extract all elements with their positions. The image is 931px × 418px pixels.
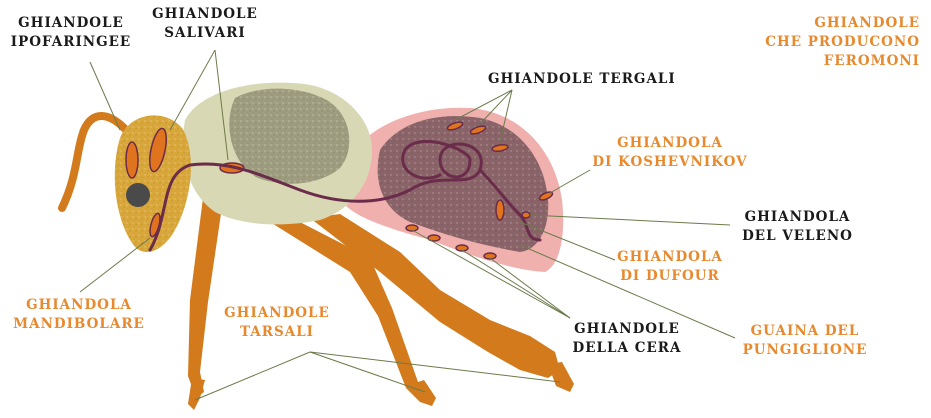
- label-ghiandola-koshevnikov: GHIANDOLA DI KOSHEVNIKOV: [590, 134, 750, 172]
- label-line: GHIANDOLE: [760, 14, 920, 33]
- label-ghiandole-salivari: GHIANDOLE SALIVARI: [150, 5, 260, 43]
- label-line: GHIANDOLE TERGALI: [488, 70, 676, 89]
- label-line: GHIANDOLE: [562, 320, 692, 339]
- label-ghiandola-veleno: GHIANDOLA DEL VELENO: [730, 208, 865, 246]
- label-line: GUAINA DEL: [730, 322, 880, 341]
- hind-leg-tarsus: [548, 362, 574, 392]
- label-line: DI DUFOUR: [610, 267, 730, 286]
- compound-eye: [126, 183, 150, 207]
- label-line: CHE PRODUCONO: [760, 33, 920, 52]
- label-ghiandola-mandibolare: GHIANDOLA MANDIBOLARE: [4, 296, 154, 334]
- label-line: TARSALI: [212, 323, 342, 342]
- label-ghiandole-feromoni: GHIANDOLE CHE PRODUCONO FEROMONI: [760, 14, 920, 71]
- label-line: PUNGIGLIONE: [730, 341, 880, 360]
- label-line: GHIANDOLE: [6, 14, 136, 33]
- label-line: SALIVARI: [150, 24, 260, 43]
- label-line: GHIANDOLE: [150, 5, 260, 24]
- label-line: IPOFARINGEE: [6, 33, 136, 52]
- label-line: FEROMONI: [760, 52, 920, 71]
- label-line: GHIANDOLA: [590, 134, 750, 153]
- label-line: GHIANDOLA: [730, 208, 865, 227]
- label-line: MANDIBOLARE: [4, 315, 154, 334]
- label-line: DELLA CERA: [562, 339, 692, 358]
- dufour-gland: [496, 200, 504, 220]
- label-ghiandola-dufour: GHIANDOLA DI DUFOUR: [610, 248, 730, 286]
- label-ghiandole-cera: GHIANDOLE DELLA CERA: [562, 320, 692, 358]
- label-ghiandole-tarsali: GHIANDOLE TARSALI: [212, 304, 342, 342]
- label-line: DI KOSHEVNIKOV: [590, 153, 750, 172]
- hypopharyngeal-gland: [126, 142, 138, 178]
- label-line: GHIANDOLE: [212, 304, 342, 323]
- thorax: [183, 83, 372, 225]
- label-ghiandole-ipofaringee: GHIANDOLE IPOFARINGEE: [6, 14, 136, 52]
- label-line: GHIANDOLA: [4, 296, 154, 315]
- label-line: DEL VELENO: [730, 227, 865, 246]
- label-line: GHIANDOLA: [610, 248, 730, 267]
- front-leg: [188, 198, 223, 398]
- label-guaina-pungiglione: GUAINA DEL PUNGIGLIONE: [730, 322, 880, 360]
- label-ghiandole-tergali: GHIANDOLE TERGALI: [488, 70, 676, 89]
